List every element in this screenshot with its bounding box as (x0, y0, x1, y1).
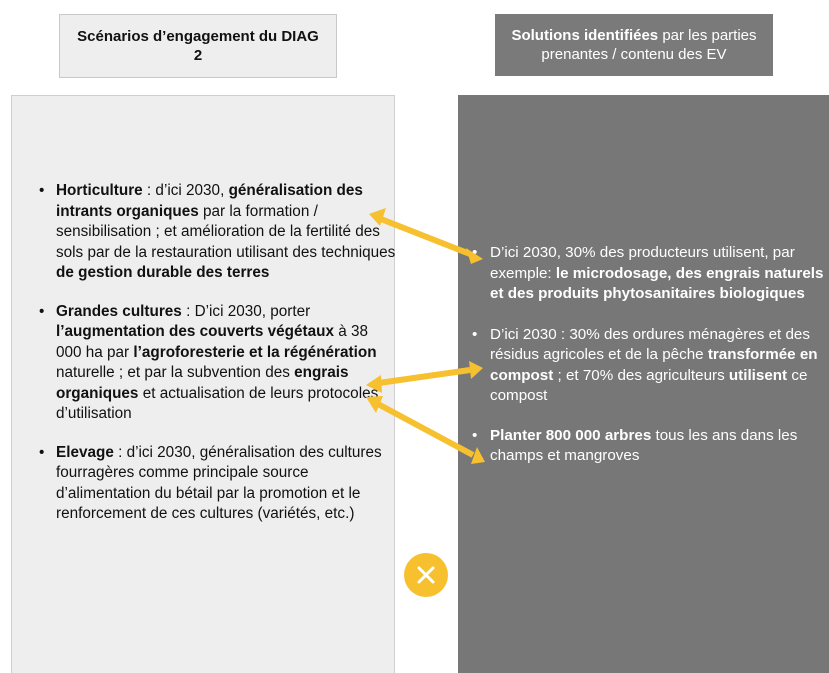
solution-highlight: le microdosage, des engrais naturels et … (490, 264, 824, 303)
left-header-text: Scénarios d’engagement du DIAG 2 (77, 28, 319, 64)
scenario-title: Horticulture (56, 182, 143, 199)
solution-item-trees: Planter 800 000 arbres tous les ans dans… (466, 426, 828, 467)
scenario-item-elevage: Elevage : d’ici 2030, généralisation des… (32, 443, 396, 525)
scenario-text: : d’ici 2030, généralisation des culture… (56, 443, 382, 523)
engagement-scenarios-panel: Horticulture : d’ici 2030, généralisatio… (11, 95, 395, 673)
scenario-text: : D’ici 2030, porter (181, 302, 311, 320)
double-arrow-cultures-trees (366, 396, 485, 464)
scenario-item-horticulture: Horticulture : d’ici 2030, généralisatio… (32, 181, 396, 284)
double-arrow-cultures-compost (366, 361, 483, 393)
solution-text: D’ici 2030, 30% des producteurs utilisen… (490, 244, 795, 282)
stakeholder-solutions-panel: D’ici 2030, 30% des producteurs utilisen… (458, 95, 829, 673)
solution-list: D’ici 2030, 30% des producteurs utilisen… (466, 243, 828, 467)
right-column-header: Solutions identifiées par les parties pr… (495, 14, 773, 76)
solution-highlight: utilisent (728, 366, 788, 384)
scenario-highlight: engrais organiques (56, 364, 349, 402)
scenario-text: : d’ici 2030, (142, 182, 229, 199)
right-header-text: Solutions identifiées par les parties pr… (505, 26, 763, 64)
close-x-icon (404, 553, 448, 597)
solution-item-microdosage: D’ici 2030, 30% des producteurs utilisen… (466, 243, 828, 305)
scenario-highlight: généralisation des intrants organiques (56, 182, 363, 220)
scenario-highlight: l’augmentation des couverts végétaux (56, 323, 334, 340)
right-header-rest: par les parties prenantes / contenu des … (541, 27, 757, 63)
scenario-highlight: de gestion durable des terres (56, 264, 270, 281)
scenario-text: à 38 000 ha par (56, 323, 369, 361)
scenario-text: naturelle ; et par la subvention des (56, 364, 295, 381)
scenario-list: Horticulture : d’ici 2030, généralisatio… (32, 181, 396, 543)
scenario-text: et actualisation de leurs protocoles d’u… (56, 384, 379, 423)
scenario-title: Elevage (56, 443, 114, 461)
right-header-bold: Solutions identifiées (511, 27, 659, 44)
scenario-item-grandes-cultures: Grandes cultures : D’ici 2030, porter l’… (32, 302, 396, 425)
scenario-title: Grandes cultures (56, 302, 182, 320)
scenario-text: par la formation / sensibilisation ; et … (56, 202, 396, 261)
solution-highlight: Planter 800 000 arbres (490, 426, 652, 444)
solution-text: ce compost (490, 366, 808, 405)
scenario-highlight: l’agroforesterie et la régénération (133, 343, 377, 361)
double-arrow-horticulture-microdosage (369, 208, 483, 264)
left-column-header: Scénarios d’engagement du DIAG 2 (59, 14, 337, 78)
solution-highlight: transformée en compost (490, 346, 818, 384)
solution-text: ; et 70% des agriculteurs (553, 366, 729, 384)
solution-text: D’ici 2030 : 30% des ordures ménagères e… (490, 325, 810, 364)
solution-item-compost: D’ici 2030 : 30% des ordures ménagères e… (466, 325, 828, 407)
solution-text: tous les ans dans les champs et mangrove… (490, 426, 798, 465)
